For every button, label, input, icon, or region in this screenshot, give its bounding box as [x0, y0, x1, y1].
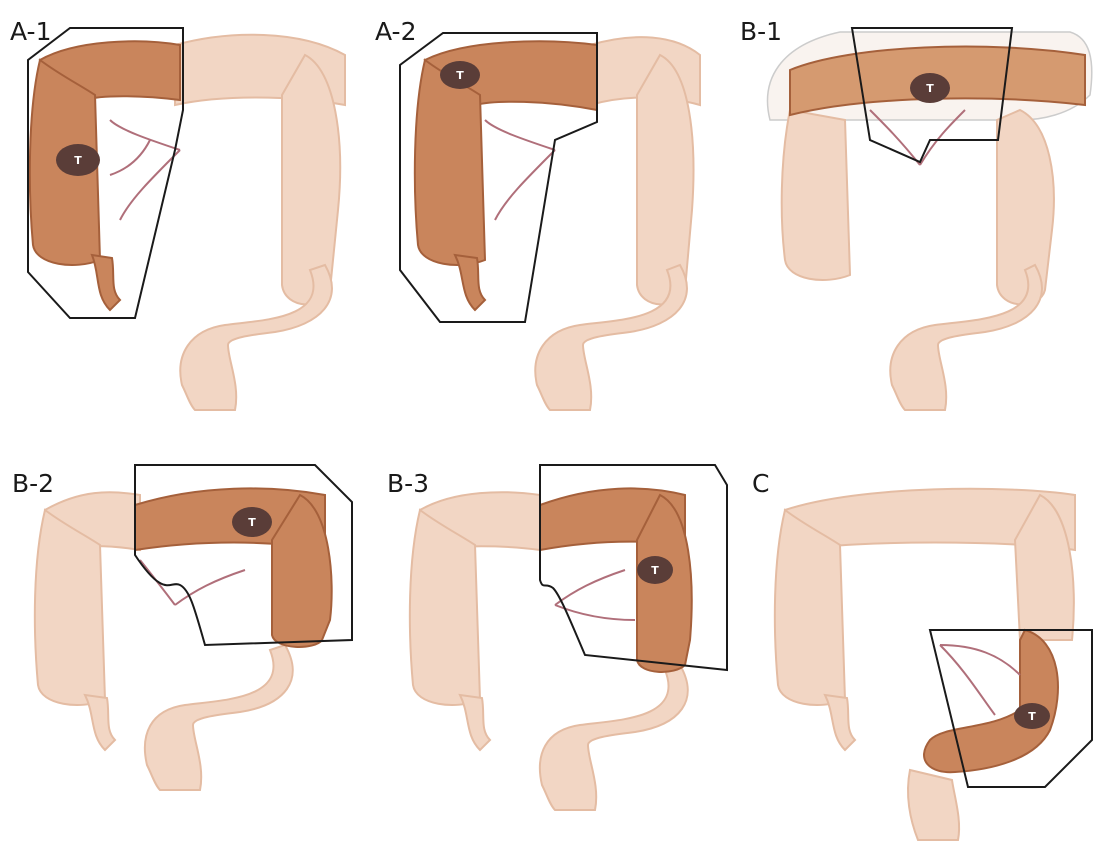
colon-resected — [540, 488, 692, 672]
svg-text:T: T — [248, 516, 256, 529]
svg-text:T: T — [456, 69, 464, 82]
panel-label: B-2 — [12, 469, 54, 498]
svg-text:T: T — [651, 564, 659, 577]
tumor: T — [1014, 703, 1050, 729]
panel-b3: B-3 T — [387, 465, 727, 810]
svg-text:T: T — [926, 82, 934, 95]
colon-resected — [135, 488, 332, 647]
colon-remaining — [175, 35, 345, 410]
panel-c: C T — [752, 469, 1092, 840]
mesenteric-vessels — [140, 560, 245, 605]
tumor: T — [56, 144, 100, 176]
panel-label: B-3 — [387, 469, 429, 498]
svg-text:T: T — [1028, 710, 1036, 723]
colon-remaining — [782, 110, 1054, 410]
panel-a1: A-1 T — [10, 17, 345, 410]
tumor: T — [637, 556, 673, 584]
panel-label: A-1 — [10, 17, 51, 46]
panel-b2: B-2 T — [12, 465, 352, 790]
mesenteric-vessels — [940, 645, 1020, 715]
tumor: T — [440, 61, 480, 89]
panel-b1: B-1 T — [740, 17, 1092, 410]
colon-resected — [30, 41, 180, 310]
panel-a2: A-2 T — [375, 17, 700, 410]
svg-text:T: T — [74, 154, 82, 167]
panel-label: C — [752, 469, 769, 498]
panel-label: B-1 — [740, 17, 782, 46]
colon-resected — [415, 41, 597, 310]
tumor: T — [232, 507, 272, 537]
colon-resected — [924, 630, 1058, 772]
panel-label: A-2 — [375, 17, 416, 46]
tumor: T — [910, 73, 950, 103]
